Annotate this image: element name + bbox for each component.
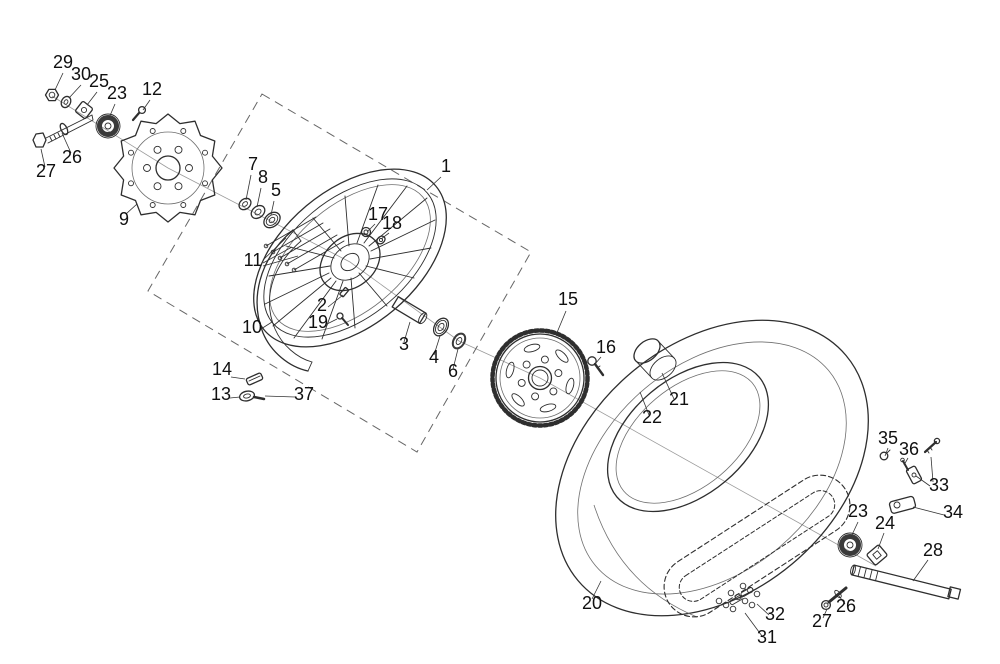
part-label-37: 37 (294, 384, 314, 404)
spoked-wheel (253, 168, 447, 348)
assembly-axis-line (51, 95, 877, 567)
part-label-26-2: 26 (836, 596, 856, 616)
part-label-30: 30 (71, 64, 91, 84)
part-label-25: 25 (89, 71, 109, 91)
part-label-27: 27 (36, 161, 56, 181)
part-label-2: 2 (317, 295, 327, 315)
chain-master-link-parts (715, 582, 761, 613)
tensioner-bolt (820, 586, 848, 611)
hub-bearings (238, 197, 281, 229)
exploded-view-boundary (147, 93, 532, 453)
chain-tensioner-roller-block (837, 532, 888, 566)
part-label-27-2: 27 (812, 611, 832, 631)
part-label-7: 7 (248, 154, 258, 174)
part-label-19: 19 (308, 312, 328, 332)
part-label-31: 31 (757, 627, 777, 647)
part-label-16: 16 (596, 337, 616, 357)
part-label-6: 6 (448, 361, 458, 381)
part-labels: 29 30 25 23 12 26 27 9 7 8 5 1 17 18 11 … (36, 52, 963, 647)
axle-spacer-parts-3-4-6 (391, 296, 467, 350)
part-label-24: 24 (875, 513, 895, 533)
part-label-23-2: 23 (848, 501, 868, 521)
part-label-13: 13 (211, 384, 231, 404)
part-label-17: 17 (368, 204, 388, 224)
leader-lines (40, 72, 945, 637)
part-label-33: 33 (929, 475, 949, 495)
spokes (264, 184, 436, 340)
part-label-8: 8 (258, 167, 268, 187)
drive-chain (663, 474, 851, 618)
part-label-21: 21 (669, 389, 689, 409)
part-label-34: 34 (943, 502, 963, 522)
part-label-4: 4 (429, 347, 439, 367)
rear-axle (850, 564, 962, 600)
part-label-18: 18 (382, 213, 402, 233)
part-label-26: 26 (62, 147, 82, 167)
part-label-36: 36 (899, 439, 919, 459)
part-label-15: 15 (558, 289, 578, 309)
part-label-14: 14 (212, 359, 232, 379)
part-label-28: 28 (923, 540, 943, 560)
part-label-20: 20 (582, 593, 602, 613)
chain-adjuster-parts (879, 437, 941, 514)
part-label-10: 10 (242, 317, 262, 337)
part-label-1: 1 (441, 156, 451, 176)
sprocket-bolt-16 (587, 356, 605, 377)
part-label-12: 12 (142, 79, 162, 99)
tire (555, 319, 869, 618)
rim-lock-parts (238, 372, 266, 402)
part-label-29: 29 (53, 52, 73, 72)
hub-fasteners-17-18 (360, 226, 386, 245)
hub-small-parts-2-19 (336, 287, 350, 326)
rim-band (256, 229, 313, 372)
part-label-23: 23 (107, 83, 127, 103)
part-label-35: 35 (878, 428, 898, 448)
part-label-3: 3 (399, 334, 409, 354)
part-label-22: 22 (642, 407, 662, 427)
rear-sprocket (490, 328, 590, 428)
part-label-9: 9 (119, 209, 129, 229)
part-label-32: 32 (765, 604, 785, 624)
part-label-11: 11 (244, 250, 263, 270)
brake-disc (113, 113, 223, 223)
part-label-5: 5 (271, 180, 281, 200)
axle-bolt-group (32, 88, 147, 148)
